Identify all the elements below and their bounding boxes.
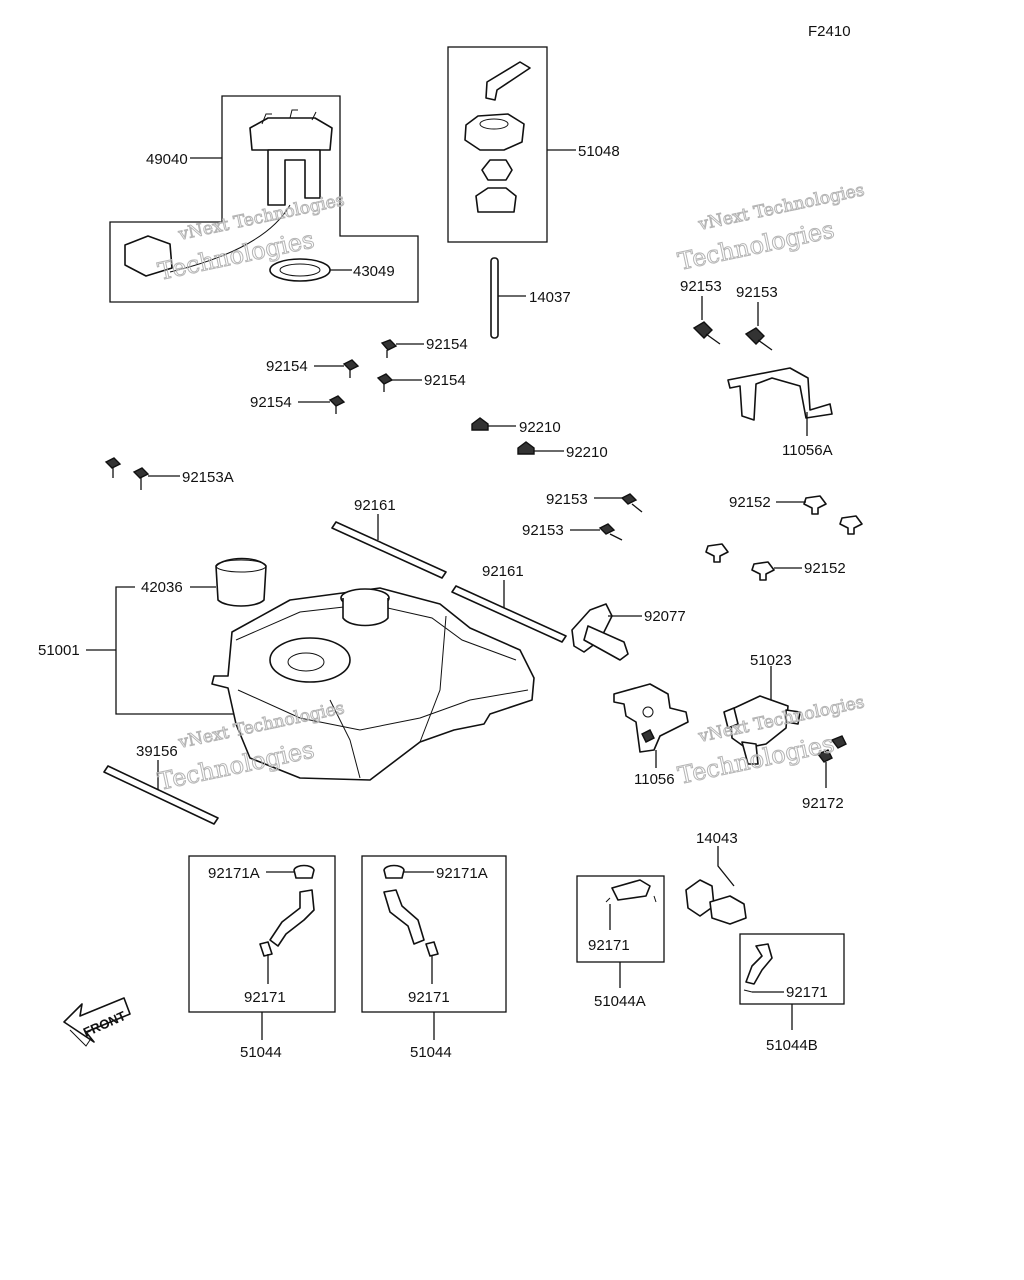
cap-base [475,187,517,213]
fuel-pump-frame [109,95,419,303]
label-11056: 11056 [634,771,675,788]
fuel-pump-connector [124,235,173,277]
hose-kit-51044-left: 92171A 92171 51044 [188,855,336,1061]
label-92172: 92172 [802,795,844,812]
bolts-92153a: 92153A [104,457,234,490]
strip-92161-b [451,585,567,643]
fuel-tank-group: 42036 51001 [38,557,535,781]
label-92153-d: 92153 [522,522,564,539]
hose-kit-51044a: 92171 51044A [576,875,665,1010]
bolts-92153-mid: 92153 92153 [522,491,643,541]
fuel-pump-wire [169,204,291,273]
front-arrow: FRONT [63,997,131,1047]
label-92154-c: 92154 [424,372,466,389]
fuel-cap-group: 51048 [447,46,620,243]
label-92171-right: 92171 [408,989,450,1006]
fuel-pump-body [267,149,321,206]
figure-code: F2410 [808,23,851,40]
label-42036: 42036 [141,579,183,596]
label-11056a: 11056A [782,442,833,459]
bracket-11056a-group: 92153 92153 11056A [680,278,833,459]
tank-pump-recess [269,637,351,683]
label-92171a-left: 92171A [208,865,260,882]
bracket-11056: 11056 [613,683,689,788]
fuel-tank-51001 [211,587,535,781]
label-92152-a: 92152 [729,494,771,511]
label-92154-b: 92154 [266,358,308,375]
strips-92161: 92161 92161 [331,497,567,643]
label-92153-a: 92153 [680,278,722,295]
fuel-filter-14043: 14043 [685,830,747,925]
label-51048: 51048 [578,143,620,160]
cap-strap [485,61,531,101]
cap-gasket [481,159,513,181]
label-51023: 51023 [750,652,792,669]
label-92154-d: 92154 [250,394,292,411]
label-92210-b: 92210 [566,444,608,461]
hose-kit-51044b: 92171 51044B [739,933,845,1054]
label-39156: 39156 [136,743,178,760]
label-92161-b: 92161 [482,563,524,580]
sleeve-42036 [215,557,267,607]
label-49040: 49040 [146,151,188,168]
hose-kit-51044-right: 92171A 92171 51044 [361,855,507,1061]
label-92171a-right: 92171A [436,865,488,882]
label-51001: 51001 [38,642,80,659]
label-92077: 92077 [644,608,686,625]
fuel-cap-frame [447,46,548,243]
fuel-pump-group: 49040 43049 [109,95,419,303]
front-arrow-icon [63,997,131,1043]
grommet-92077: 92077 [571,603,686,661]
fuel-valve-51023: 51023 92172 [723,652,847,812]
label-14037: 14037 [529,289,571,306]
label-51044-left: 51044 [240,1044,282,1061]
label-51044a: 51044A [594,993,646,1010]
pump-ring-43049 [269,258,331,282]
label-92153-b: 92153 [736,284,778,301]
label-92161-a: 92161 [354,497,396,514]
nuts-92210: 92210 92210 [471,417,608,461]
label-92210-a: 92210 [519,419,561,436]
label-92171-51044b: 92171 [786,984,828,1001]
label-92153-c: 92153 [546,491,588,508]
part-14037: 14037 [490,257,571,339]
label-92171-left: 92171 [244,989,286,1006]
clips-92152: 92152 92152 [705,494,863,581]
strip-92161-a [331,521,447,579]
label-92171-51044a: 92171 [588,937,630,954]
fuel-pump-flange [249,117,333,151]
label-43049: 43049 [353,263,395,280]
label-92152-b: 92152 [804,560,846,577]
label-51044-right: 51044 [410,1044,452,1061]
bracket-11056a [727,367,833,421]
label-92153a: 92153A [182,469,234,486]
strip-39156: 39156 [103,743,219,825]
bolts-92154: 92154 92154 92154 92154 [250,336,468,414]
label-14043: 14043 [696,830,738,847]
label-51044b: 51044B [766,1037,818,1054]
label-92154-a: 92154 [426,336,468,353]
